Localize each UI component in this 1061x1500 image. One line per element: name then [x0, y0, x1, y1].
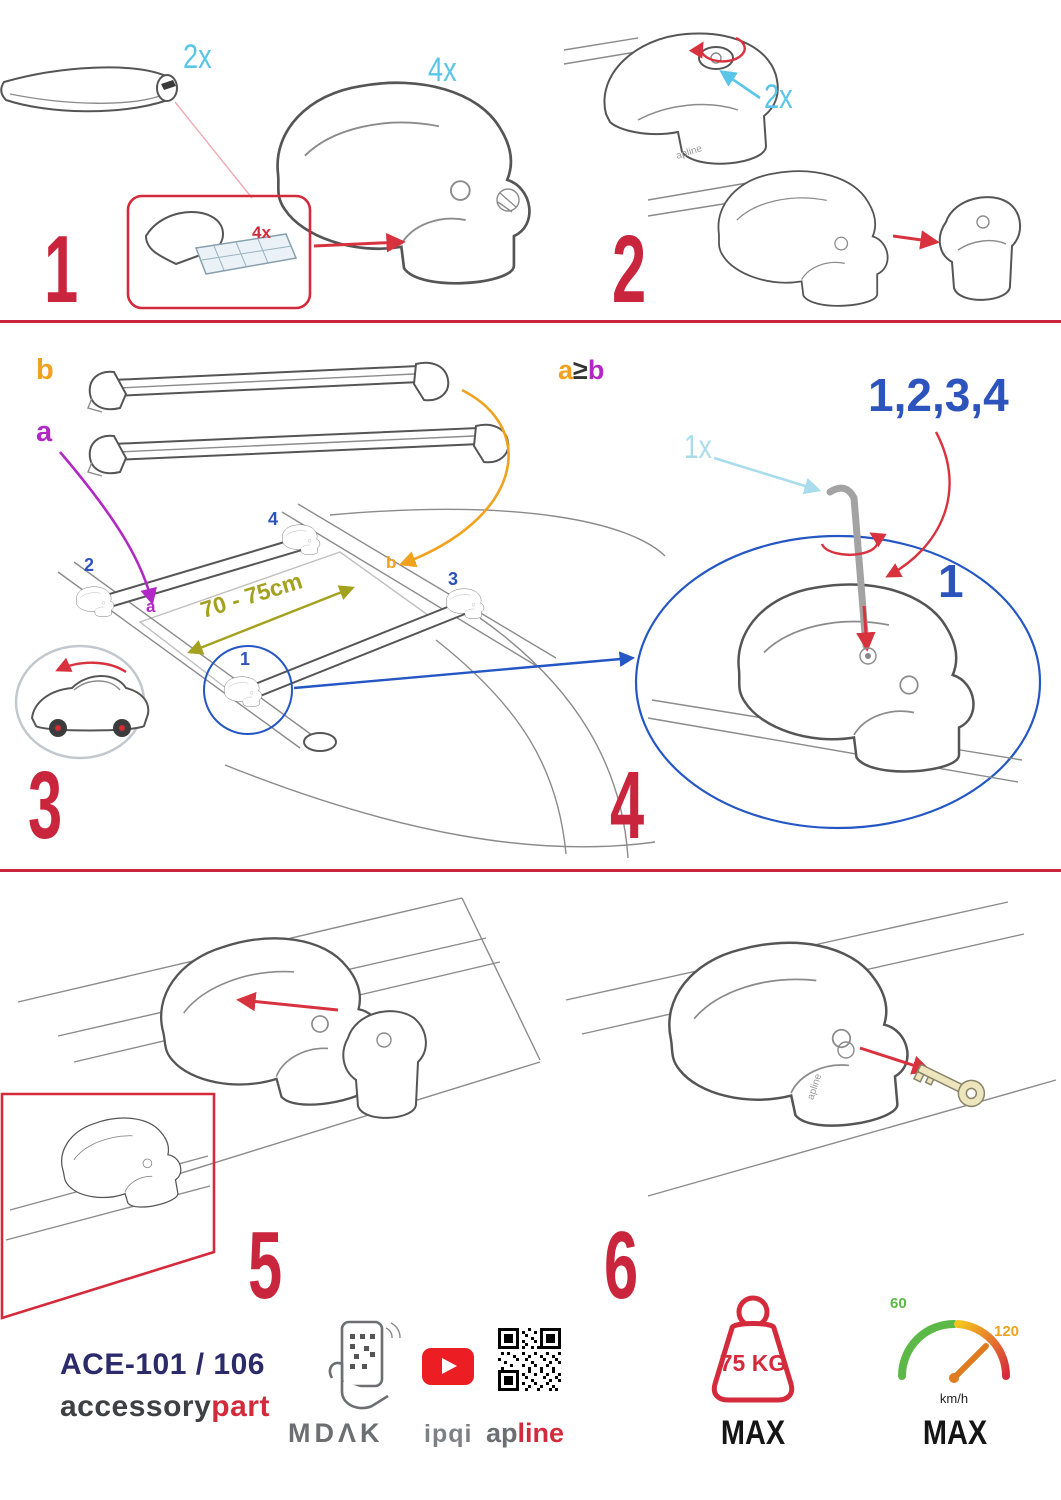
- roof-position-4: 4: [268, 509, 279, 529]
- ipqi-logo: ipqi: [424, 1420, 473, 1448]
- step3-bar-b-drawing: [87, 361, 450, 413]
- step2-foot-bar-drawing: [647, 170, 889, 307]
- roof-position-2: 2: [84, 555, 95, 575]
- step4-key-qty-label: 1x: [684, 428, 712, 465]
- step2-cover-drawing: [938, 196, 1021, 301]
- speed-high-label: 120: [994, 1323, 1020, 1340]
- rule-operator: ≥: [573, 355, 588, 385]
- step3-bar-a-drawing: [87, 423, 510, 477]
- tightening-sequence-label: 1,2,3,4: [868, 369, 1009, 421]
- step6-drawing: [565, 901, 1057, 1197]
- step1-foot-qty-label: 4x: [428, 51, 457, 89]
- step5-drawing: [17, 897, 541, 1193]
- step1-number: 1: [44, 216, 79, 323]
- roof-a-label: a: [146, 597, 156, 616]
- weight-icon: [711, 1295, 795, 1403]
- step1-pad-qty-label: 4x: [252, 223, 271, 242]
- brand-accessory: accessory: [60, 1390, 212, 1423]
- weight-max-label: MAX: [720, 1414, 786, 1452]
- key-drawing: [912, 1064, 986, 1108]
- brand-part: part: [211, 1390, 270, 1423]
- roof-position-1: 1: [240, 649, 251, 669]
- step5-inset: [0, 1092, 216, 1320]
- max-weight-value: 75 KG: [719, 1350, 787, 1376]
- apline-ap: ap: [486, 1418, 518, 1448]
- rule-b: b: [587, 355, 605, 385]
- step4-number: 4: [610, 752, 645, 859]
- apline-line: line: [517, 1418, 565, 1448]
- roof-b-label: b: [386, 553, 397, 572]
- step3-rule-label: a≥b: [558, 357, 604, 384]
- step1-bar-qty-label: 2x: [183, 38, 212, 76]
- step1-crossbar-drawing: [0, 66, 253, 199]
- step5-number: 5: [248, 1212, 283, 1319]
- step1-foot-drawing: [276, 81, 531, 285]
- step3-number: 3: [28, 752, 63, 859]
- qr-code-icon: [496, 1326, 563, 1393]
- rule-a: a: [558, 355, 574, 385]
- step4-zoom-drawing: [634, 431, 1042, 830]
- step3-car-inset: [14, 644, 150, 760]
- mdak-logo: MDΛK: [288, 1418, 384, 1448]
- brand-wordmark: accessorypart: [60, 1392, 270, 1422]
- step1-pad-inset: [126, 194, 406, 310]
- step2-number: 2: [612, 216, 647, 323]
- roof-position-3: 3: [448, 569, 459, 589]
- model-number: ACE-101 / 106: [60, 1348, 265, 1381]
- section-divider-2: [0, 869, 1061, 872]
- apline-logo: apline: [486, 1420, 564, 1447]
- step3-bar-a-label: a: [36, 416, 53, 448]
- speedometer-icon: [898, 1320, 1011, 1383]
- section-divider-1: [0, 320, 1061, 323]
- step2-lock-drawing: [563, 32, 779, 165]
- speed-unit-label: km/h: [939, 1391, 969, 1406]
- speed-max-label: MAX: [922, 1414, 988, 1452]
- step3-bar-b-label: b: [36, 354, 54, 386]
- step4-start-label: 1: [938, 555, 964, 607]
- step2-lock-qty-label: 2x: [764, 78, 793, 116]
- speed-low-label: 60: [890, 1295, 907, 1312]
- phone-qr-icon: [328, 1320, 401, 1410]
- youtube-icon: [422, 1348, 474, 1385]
- step6-number: 6: [604, 1212, 639, 1319]
- step3-car-roof-drawing: [57, 388, 666, 859]
